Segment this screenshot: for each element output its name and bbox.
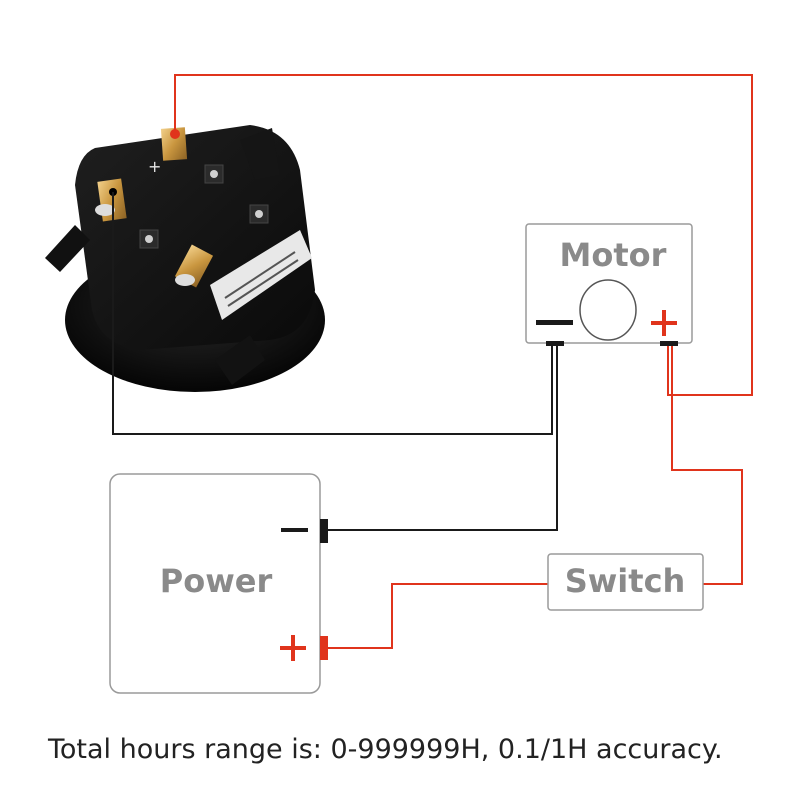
wire-red-motor-to-switch: [671, 345, 743, 585]
power-box-frame: [109, 473, 321, 694]
wire-red-switch-to-power: [326, 583, 548, 649]
power-box: Power: [109, 473, 328, 694]
motor-plus-sign: [651, 310, 677, 336]
meter-sticker-lines: [224, 251, 299, 307]
switch-box: Switch: [547, 553, 704, 611]
motor-plus-tab: [660, 341, 678, 346]
power-plus-terminal: [320, 636, 328, 660]
power-minus-sign: [281, 528, 308, 532]
caption-text: Total hours range is: 0-999999H, 0.1/1H …: [48, 734, 723, 765]
hour-meter-device: +: [45, 125, 325, 392]
wire-black-motor-to-power: [326, 345, 558, 531]
meter-terminal-bottom: [174, 244, 214, 288]
meter-plus-mark: +: [148, 157, 161, 176]
motor-minus-tab: [546, 341, 564, 346]
wire-red-meter-to-motor: [174, 74, 753, 396]
meter-clip-right: [240, 128, 280, 180]
meter-clip-left: [45, 225, 90, 272]
power-minus-terminal: [320, 519, 328, 543]
switch-label: Switch: [565, 562, 686, 600]
meter-terminal-plus: [160, 127, 188, 161]
power-label: Power: [160, 562, 273, 600]
meter-clip-bottom: [215, 335, 265, 385]
meter-body: [75, 125, 315, 350]
motor-symbol-circle: [579, 279, 637, 341]
motor-box: Motor: [525, 223, 693, 346]
wire-black-meter-to-motor: [112, 192, 553, 435]
motor-minus-sign: [536, 320, 573, 325]
motor-label: Motor: [560, 236, 667, 274]
switch-box-frame: [547, 553, 704, 611]
power-plus-sign: [280, 635, 306, 661]
meter-screws: [139, 164, 269, 249]
